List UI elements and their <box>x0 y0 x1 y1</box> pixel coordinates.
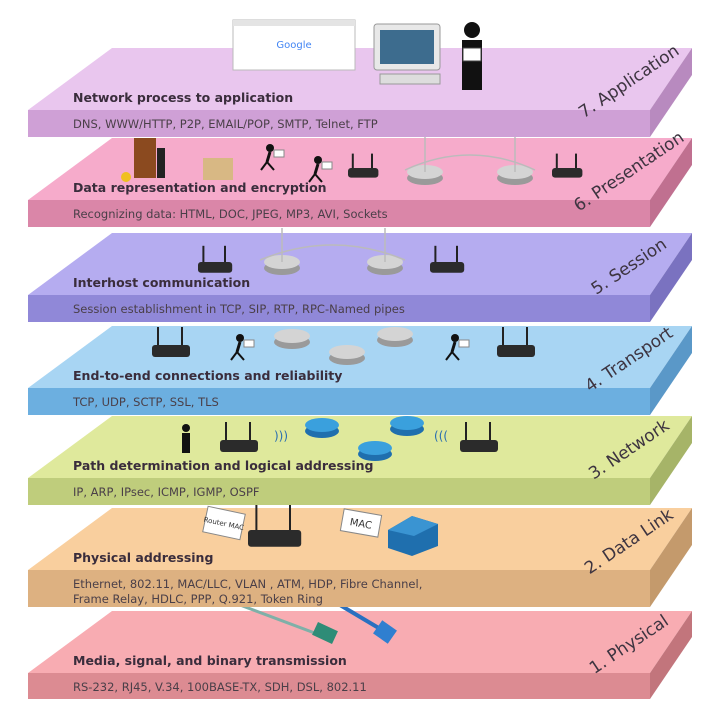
layer-side-face <box>650 138 692 227</box>
running-person-icon <box>313 163 320 175</box>
head <box>314 156 322 164</box>
wifi-icon: ))) <box>434 429 448 443</box>
person-icon <box>182 433 190 453</box>
layer-side-face <box>650 233 692 322</box>
person-icon <box>157 148 165 178</box>
router-icon <box>329 345 365 359</box>
router-icon <box>430 262 465 273</box>
mac-tag <box>339 508 383 538</box>
layer-title: Physical addressing <box>73 550 213 565</box>
ethernet-cable-icon <box>338 603 384 632</box>
layer-side-face <box>650 611 692 699</box>
layer-front-face <box>28 295 650 322</box>
bridge-icon <box>404 132 536 172</box>
layer-top-face <box>28 508 692 570</box>
switch-top <box>388 516 438 536</box>
leg <box>308 173 316 183</box>
layer-title: Data representation and encryption <box>73 180 327 195</box>
box-icon <box>203 158 233 180</box>
layer-side-face <box>650 326 692 415</box>
router-icon <box>305 418 339 432</box>
leg <box>230 351 238 361</box>
envelope-icon <box>462 47 482 62</box>
head <box>266 144 274 152</box>
router-icon <box>497 345 535 357</box>
router-icon <box>274 329 310 343</box>
layer-side-face <box>650 416 692 505</box>
router-icon <box>460 440 498 452</box>
layer-top-face <box>28 611 692 673</box>
layer-front-face <box>28 570 650 607</box>
layer-title: Interhost communication <box>73 275 250 290</box>
layer-side-face <box>650 48 692 137</box>
layer-title: End-to-end connections and reliability <box>73 368 342 383</box>
head <box>464 22 480 38</box>
layer-top-face <box>28 233 692 295</box>
layer-title: Media, signal, and binary transmission <box>73 653 347 668</box>
layer-side-face <box>650 508 692 607</box>
leg <box>314 173 323 183</box>
running-person-icon <box>265 151 272 163</box>
fiber-cable-icon <box>239 603 321 637</box>
router-icon <box>220 440 258 452</box>
router-icon <box>358 441 392 455</box>
router-icon <box>152 345 190 357</box>
layer-front-face <box>28 478 650 505</box>
rj45-connector <box>373 620 397 644</box>
bridge-icon <box>259 228 406 262</box>
leg <box>236 351 245 361</box>
router-icon <box>390 416 424 430</box>
router-icon <box>377 327 413 341</box>
layer-front-face <box>28 673 650 699</box>
envelope-icon <box>458 339 470 348</box>
envelope-icon <box>321 161 333 170</box>
layer-front-face <box>28 110 650 137</box>
head <box>451 334 459 342</box>
leg <box>260 161 268 171</box>
layer-3: )))))) Path determination and logical add… <box>28 416 692 505</box>
router-icon <box>348 168 379 178</box>
layer-front-face <box>28 388 650 415</box>
envelope-icon <box>273 149 285 158</box>
keyboard-icon <box>379 73 441 85</box>
mac-tag-label: MAC <box>349 517 373 532</box>
layer-protocols: Ethernet, 802.11, MAC/LLC, VLAN , ATM, H… <box>73 577 422 591</box>
running-person-icon <box>235 341 242 353</box>
leg <box>445 351 453 361</box>
layer-4: End-to-end connections and reliabilityTC… <box>28 323 692 415</box>
google-logo: Google <box>276 40 311 51</box>
layer-6: Data representation and encryptionRecogn… <box>28 128 692 227</box>
layer-front-face <box>28 200 650 227</box>
layer-protocols: RS-232, RJ45, V.34, 100BASE-TX, SDH, DSL… <box>73 680 367 694</box>
layer-protocols: IP, ARP, IPsec, ICMP, IGMP, OSPF <box>73 485 260 499</box>
monitor-screen <box>380 30 434 64</box>
layer-title: Network process to application <box>73 90 293 105</box>
layer-protocols: Session establishment in TCP, SIP, RTP, … <box>73 302 405 316</box>
wifi-icon: ))) <box>274 429 288 443</box>
lock-icon <box>121 172 131 182</box>
fiber-connector <box>312 622 338 644</box>
layer-1: Media, signal, and binary transmissionRS… <box>28 603 692 699</box>
router-icon <box>552 168 583 178</box>
running-person-icon <box>450 341 457 353</box>
router-icon <box>248 530 302 547</box>
door-icon <box>134 138 156 178</box>
envelope-icon <box>243 339 255 348</box>
leg <box>266 161 275 171</box>
layer-protocols: TCP, UDP, SCTP, SSL, TLS <box>72 395 219 409</box>
router-mac-tag <box>202 505 246 541</box>
head <box>236 334 244 342</box>
router-icon <box>198 262 233 273</box>
layer-title: Path determination and logical addressin… <box>73 458 373 473</box>
layer-protocols: Recognizing data: HTML, DOC, JPEG, MP3, … <box>73 207 388 221</box>
layer-protocols: Frame Relay, HDLC, PPP, Q.921, Token Rin… <box>73 592 323 606</box>
layer-protocols: DNS, WWW/HTTP, P2P, EMAIL/POP, SMTP, Tel… <box>73 117 378 131</box>
layer-top-face <box>28 48 692 110</box>
browser-titlebar <box>233 20 355 26</box>
head <box>182 424 190 432</box>
leg <box>451 351 460 361</box>
